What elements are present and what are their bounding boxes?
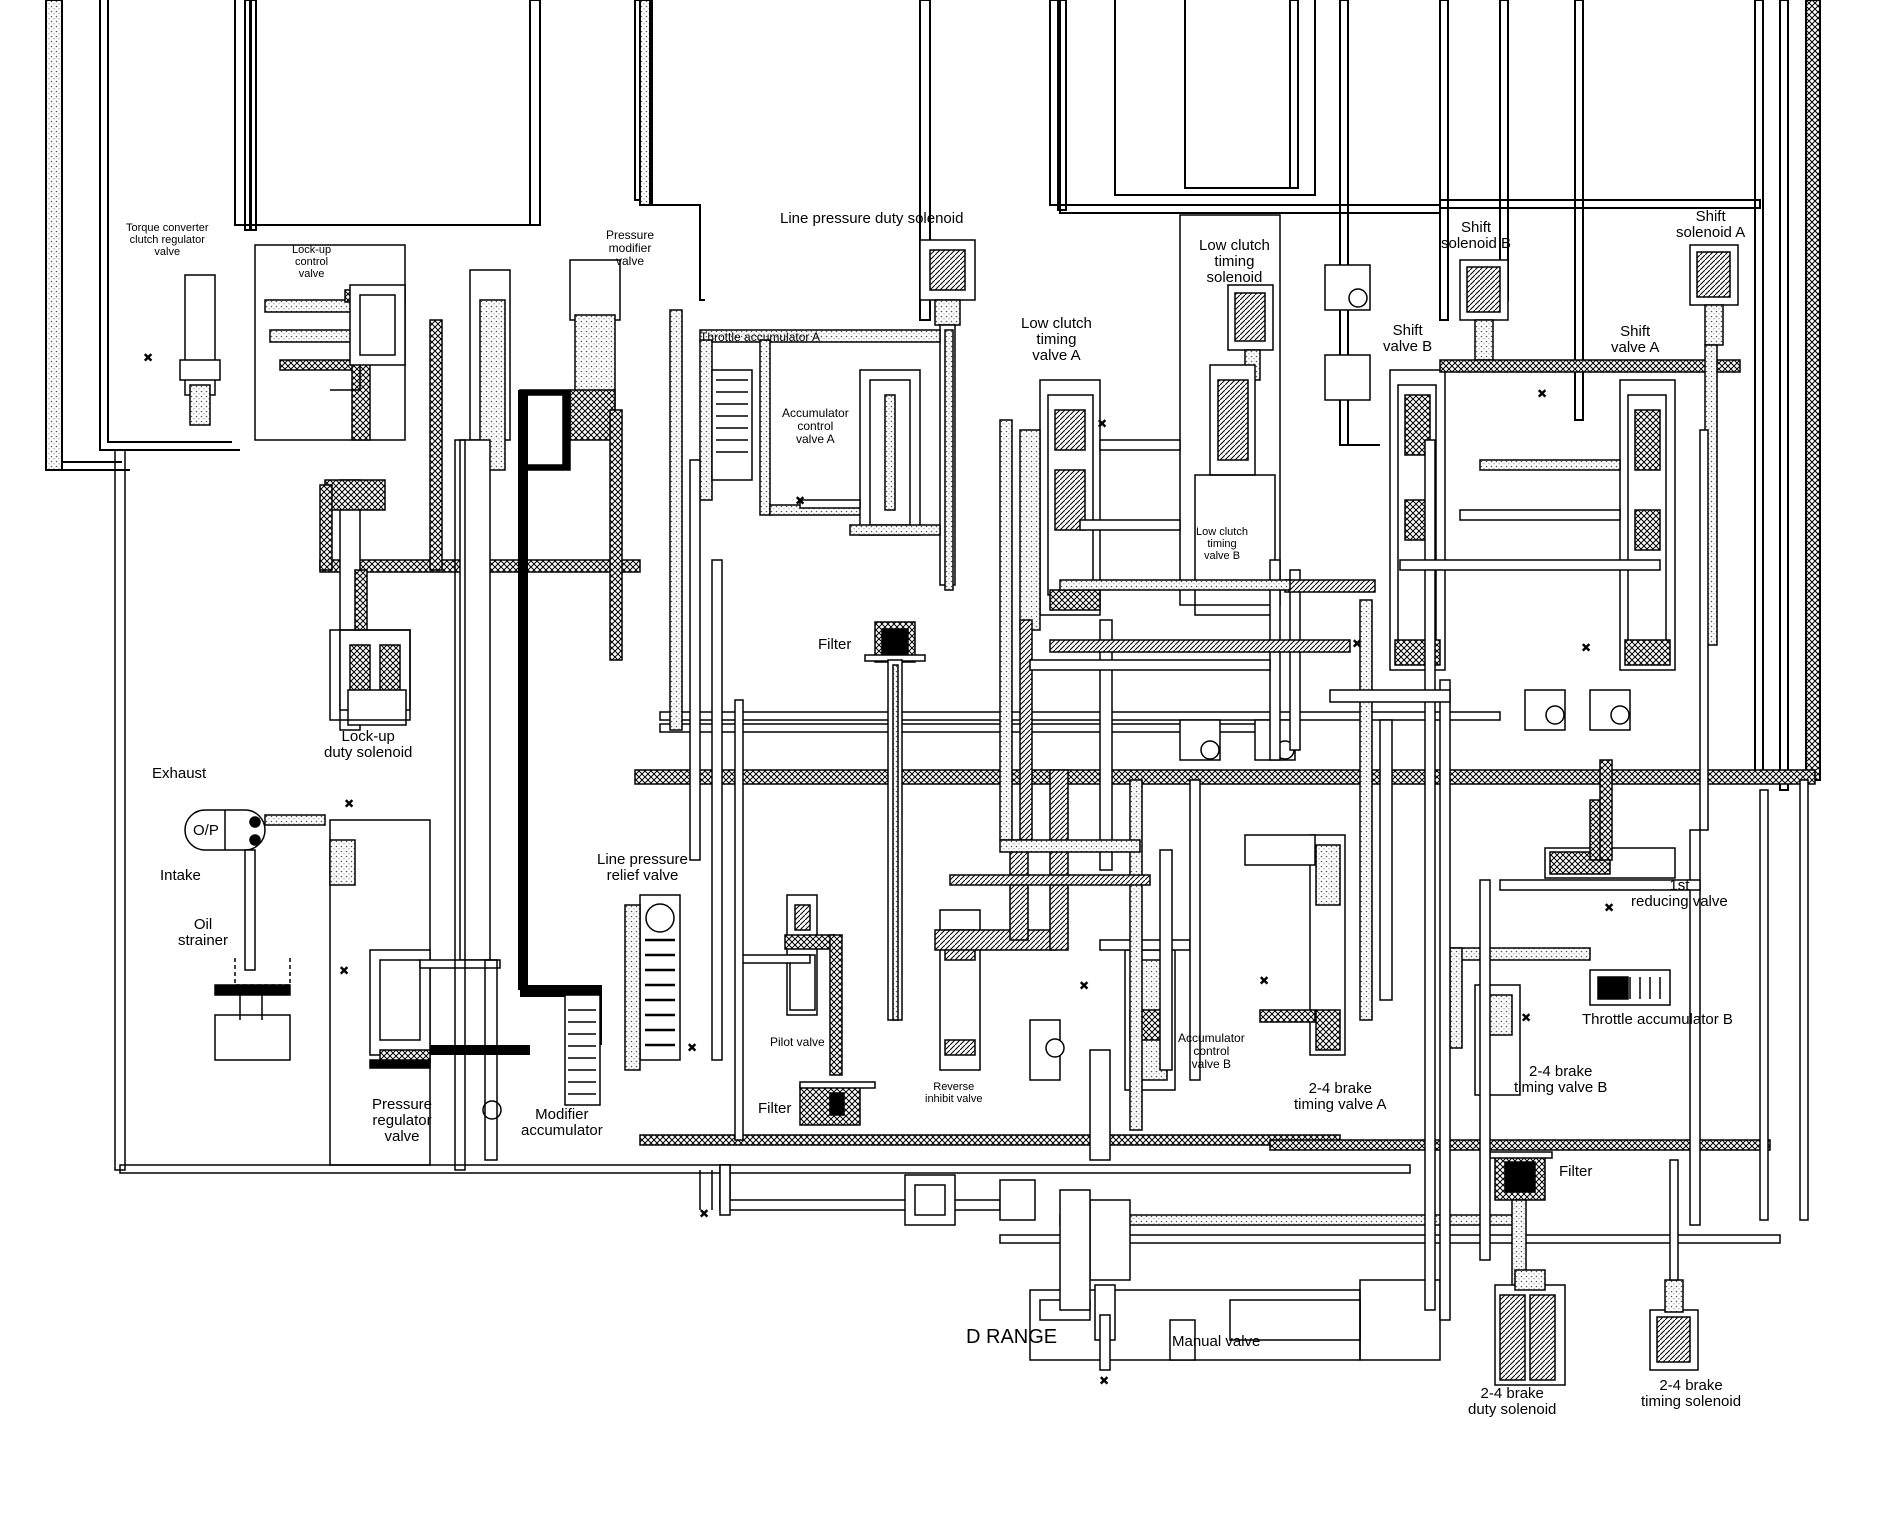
reverse-inhibit-valve xyxy=(934,769,1069,1071)
pressure-modifier-valve xyxy=(519,259,623,661)
label-throttle-accumulator-b: Throttle accumulator B xyxy=(1582,1011,1733,1028)
svg-text:×: × xyxy=(144,349,152,365)
label-shift-solenoid-b: Shift solenoid B xyxy=(1441,219,1512,252)
line-pressure-duty-solenoid xyxy=(919,239,976,591)
modifier-accumulator xyxy=(564,994,601,1106)
svg-text:×: × xyxy=(1353,635,1361,651)
svg-text:×: × xyxy=(796,492,804,508)
label-reverse-inhibit-valve: Reverse inhibit valve xyxy=(925,1081,983,1105)
label-brake-24-timing-solenoid: 2-4 brake timing solenoid xyxy=(1641,1377,1742,1410)
filter-top-symbol xyxy=(864,621,926,1021)
label-accumulator-control-valve-a: Accumulator control valve A xyxy=(782,406,849,446)
label-low-clutch-timing-valve-a: Low clutch timing valve A xyxy=(1021,315,1092,364)
manual-valve: × xyxy=(1029,1279,1441,1389)
pilot-valve xyxy=(739,894,843,1076)
svg-text:×: × xyxy=(1538,385,1546,401)
label-pressure-modifier-valve: Pressure modifier valve xyxy=(606,228,655,268)
svg-text:×: × xyxy=(688,1039,696,1055)
svg-text:×: × xyxy=(1522,1009,1530,1025)
label-shift-valve-a: Shift valve A xyxy=(1611,323,1660,356)
check-valves-right xyxy=(1029,264,1631,1081)
label-op: O/P xyxy=(193,822,219,839)
label-low-clutch-timing-valve-b: Low clutch timing valve B xyxy=(1196,526,1248,562)
label-accumulator-control-valve-b: Accumulator control valve B xyxy=(1178,1031,1245,1071)
label-oil-strainer: Oil strainer xyxy=(178,916,229,949)
label-brake-24-timing-valve-b: 2-4 brake timing valve B xyxy=(1514,1063,1608,1096)
label-torque-converter-clutch-regulator-valve: Torque converter clutch regulator valve xyxy=(126,222,209,258)
filter-mid-symbol xyxy=(799,1081,876,1126)
upper-oil-lines xyxy=(45,0,1821,791)
shift-solenoid-b xyxy=(1459,259,1509,361)
label-exhaust: Exhaust xyxy=(152,765,207,782)
label-lockup-control-valve: Lock-up control valve xyxy=(292,244,332,280)
accumulator-control-valve-a: × xyxy=(795,369,941,536)
svg-text:×: × xyxy=(1260,972,1268,988)
svg-text:×: × xyxy=(1605,899,1613,915)
label-pilot-valve: Pilot valve xyxy=(770,1035,825,1049)
lockup-control-valve xyxy=(254,244,406,731)
d-range-title: D RANGE xyxy=(966,1326,1058,1348)
label-pressure-regulator-valve: Pressure regulator valve xyxy=(372,1096,433,1145)
label-first-reducing-valve: 1st reducing valve xyxy=(1631,877,1728,910)
label-filter-mid: Filter xyxy=(758,1100,792,1117)
line-pressure-relief-valve: × xyxy=(624,894,697,1071)
oil-pump xyxy=(184,809,326,1061)
label-brake-24-timing-valve-a: 2-4 brake timing valve A xyxy=(1294,1080,1387,1113)
vertical-connecting-lines xyxy=(669,309,1809,1361)
brake-24-timing-valve-a: × xyxy=(1244,834,1346,1056)
label-filter-top: Filter xyxy=(818,636,852,653)
label-intake: Intake xyxy=(160,867,201,884)
label-filter-right: Filter xyxy=(1559,1163,1593,1180)
svg-text:×: × xyxy=(700,1205,708,1221)
label-line-pressure-duty-solenoid: Line pressure duty solenoid xyxy=(780,210,964,227)
label-throttle-accumulator-a: Throttle accumulator A xyxy=(700,330,821,344)
modifier-line xyxy=(420,390,602,1055)
label-shift-valve-b: Shift valve B xyxy=(1383,322,1433,355)
low-clutch-timing-solenoid xyxy=(1179,214,1281,616)
torque-converter-clutch-regulator-valve: × xyxy=(143,274,221,426)
label-manual-valve: Manual valve xyxy=(1172,1333,1261,1350)
shift-valve-b: × xyxy=(1352,359,1741,671)
svg-text:×: × xyxy=(340,962,348,978)
label-lockup-duty-solenoid: Lock-up duty solenoid xyxy=(324,728,413,761)
label-low-clutch-timing-solenoid: Low clutch timing solenoid xyxy=(1199,237,1270,286)
bottom-frame: × xyxy=(114,439,956,1226)
label-modifier-accumulator: Modifier accumulator xyxy=(521,1106,603,1139)
svg-text:×: × xyxy=(1098,415,1106,431)
brake-24-duty-solenoid xyxy=(1494,1269,1566,1386)
label-brake-24-duty-solenoid: 2-4 brake duty solenoid xyxy=(1468,1385,1557,1418)
shift-solenoid-a xyxy=(1689,244,1739,646)
lockup-duty-solenoid-symbol xyxy=(329,629,411,721)
main-galleries xyxy=(119,559,1816,1281)
label-shift-solenoid-a: Shift solenoid A xyxy=(1676,208,1746,241)
svg-text:×: × xyxy=(1100,1372,1108,1388)
pressure-regulator-valve: × × xyxy=(329,794,502,1166)
label-line-pressure-relief-valve: Line pressure relief valve xyxy=(597,851,688,884)
svg-text:×: × xyxy=(345,795,353,811)
low-clutch-timing-valve-a: × xyxy=(1019,379,1107,631)
shift-valve-a: × × xyxy=(1537,379,1676,671)
throttle-accumulator-a xyxy=(699,329,941,516)
svg-text:×: × xyxy=(1080,977,1088,993)
svg-text:×: × xyxy=(1582,639,1590,655)
brake-24-timing-solenoid xyxy=(1649,1159,1699,1371)
